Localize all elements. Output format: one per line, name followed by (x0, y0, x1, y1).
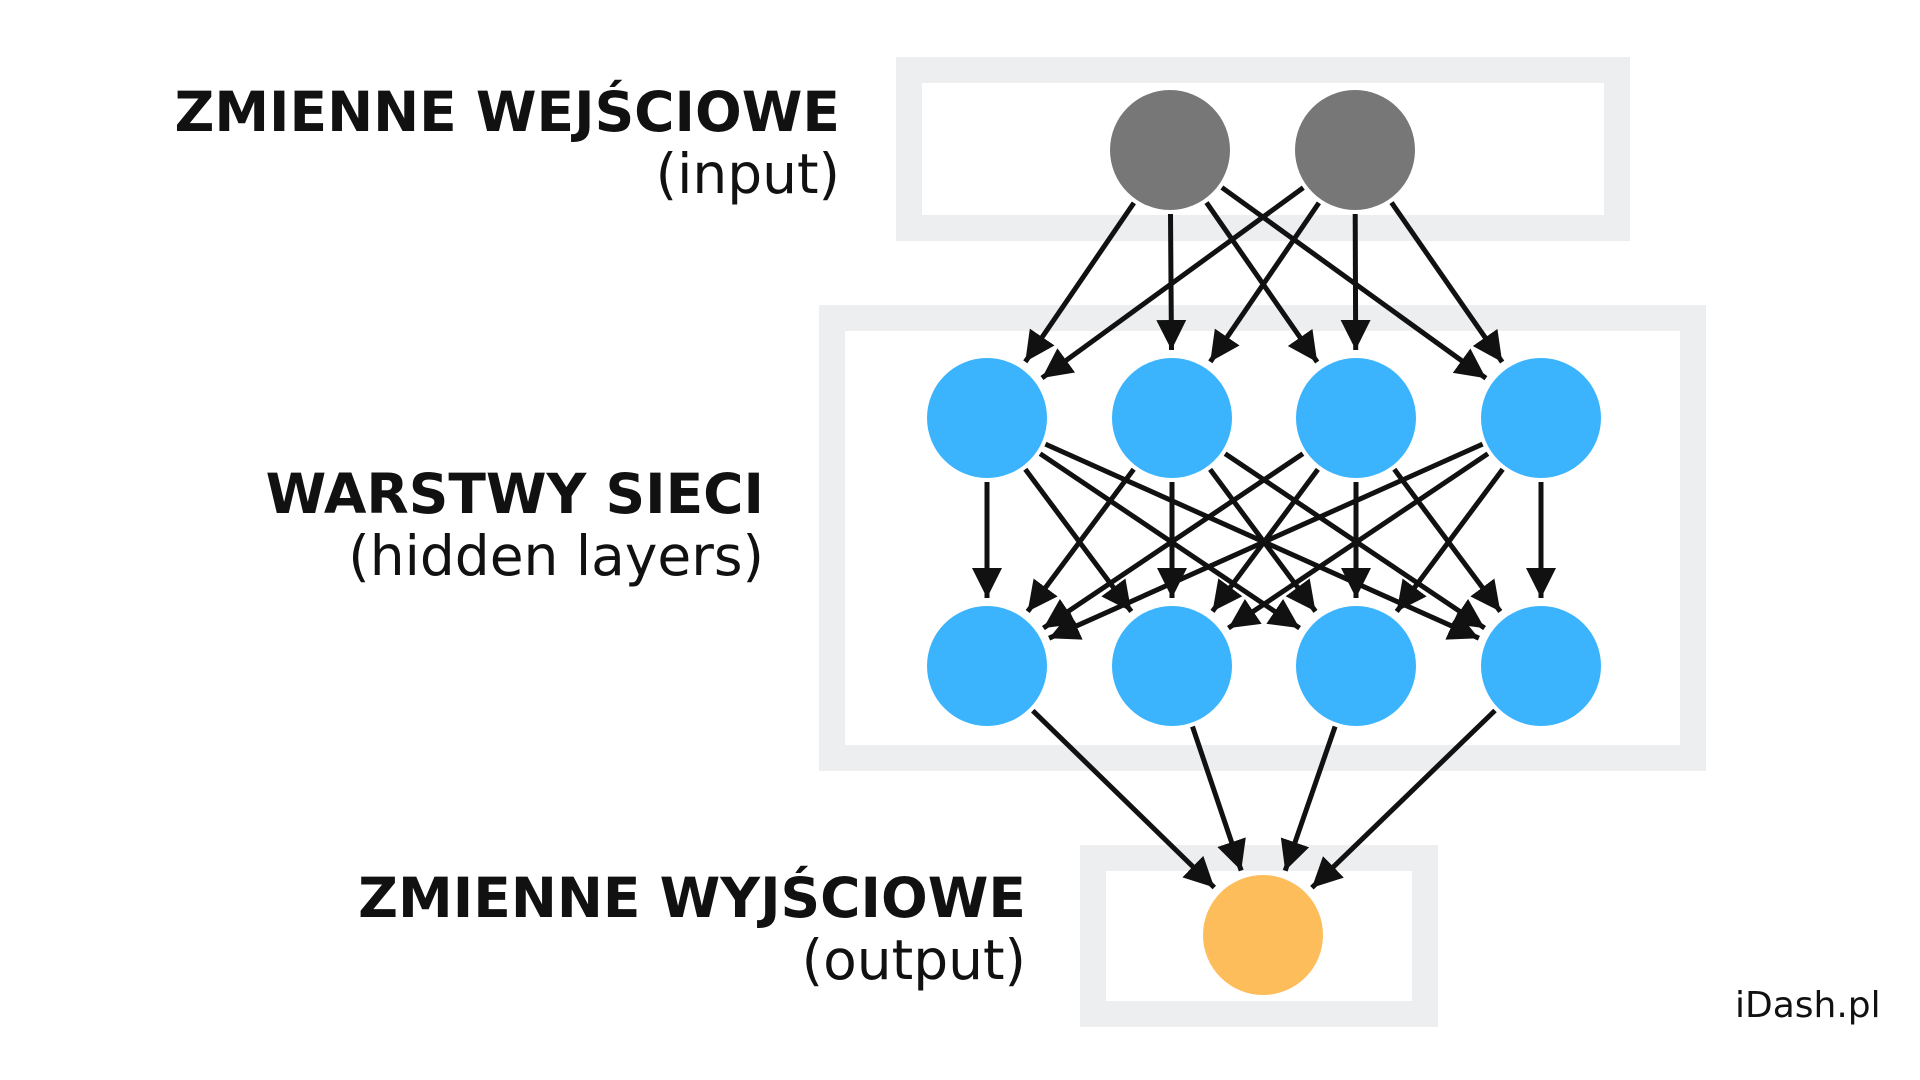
connection-arrow (1040, 185, 1305, 381)
hidden-layers-subtitle: (hidden layers) (348, 523, 764, 588)
connection-arrow (1048, 441, 1484, 641)
hidden-node-l2-1 (927, 606, 1047, 726)
hidden-layers-label: WARSTWY SIECI (hidden layers) (265, 462, 764, 588)
connection-arrow (1389, 201, 1505, 364)
connection-arrow (1310, 708, 1497, 890)
input-node-2 (1295, 90, 1415, 210)
output-layer-frame (1080, 845, 1438, 1027)
hidden-layers-title: WARSTWY SIECI (265, 462, 764, 526)
input-layer-frame (896, 57, 1630, 241)
output-node-1 (1203, 875, 1323, 995)
connection-arrow (1394, 467, 1505, 613)
output-layer-label: ZMIENNE WYJŚCIOWE (output) (358, 866, 1026, 992)
connection-arrow (1023, 201, 1136, 364)
output-layer-subtitle: (output) (801, 927, 1026, 992)
input-layer-subtitle: (input) (655, 141, 840, 206)
hidden-node-l1-3 (1296, 358, 1416, 478)
input-layer-label: ZMIENNE WEJŚCIOWE (input) (174, 80, 840, 206)
brand-watermark: iDash.pl (1735, 985, 1881, 1026)
hidden-node-l2-4 (1481, 606, 1601, 726)
connection-arrow (1227, 451, 1490, 631)
hidden-node-l1-4 (1481, 358, 1601, 478)
input-node-1 (1110, 90, 1230, 210)
output-layer-title: ZMIENNE WYJŚCIOWE (358, 866, 1026, 930)
hidden-node-l1-2 (1112, 358, 1232, 478)
input-layer-title: ZMIENNE WEJŚCIOWE (174, 80, 840, 144)
hidden-node-l2-2 (1112, 606, 1232, 726)
connection-arrow (1190, 725, 1246, 872)
connection-arrow (1042, 451, 1305, 631)
connection-arrow (1025, 467, 1136, 613)
connection-arrow (1208, 201, 1321, 364)
hidden-node-l1-1 (927, 358, 1047, 478)
connection-arrow (1031, 708, 1217, 890)
hidden-layer-frame (819, 305, 1706, 771)
hidden-node-l2-3 (1296, 606, 1416, 726)
connection-arrow (1280, 725, 1338, 872)
connection-arrow (1340, 213, 1371, 351)
